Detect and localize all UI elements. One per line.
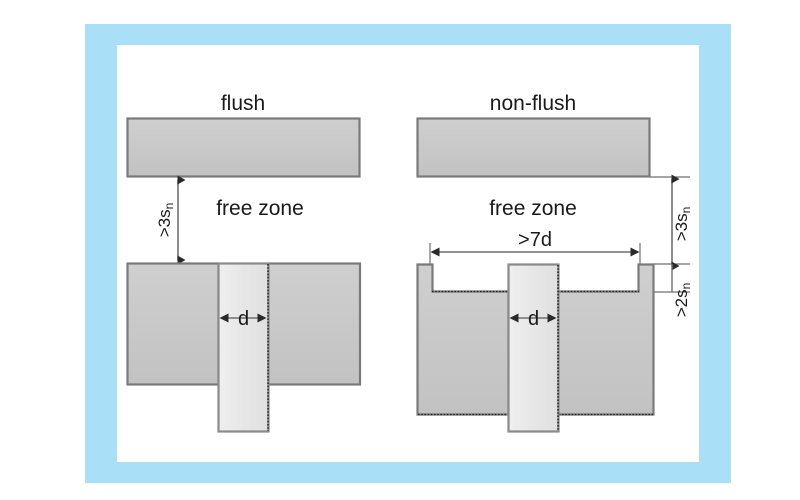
flush-clearance-label: >3sn	[155, 203, 176, 238]
nonflush-title: non-flush	[490, 92, 576, 115]
flush-clearance-value: >3s	[155, 209, 174, 237]
flush-block-right	[266, 262, 362, 386]
flush-target-bar	[126, 117, 361, 178]
nonflush-clearance-subscript: n	[679, 207, 693, 214]
nonflush-clearance-value: >3s	[672, 213, 691, 241]
flush-free-zone-label: free zone	[216, 197, 304, 220]
nonflush-diameter-label: d	[528, 308, 539, 330]
nonflush-free-zone-label: free zone	[489, 197, 577, 220]
flush-clearance-subscript: n	[162, 203, 176, 210]
nonflush-clearance-label: >3sn	[672, 207, 693, 242]
nonflush-recess-depth-value: >2s	[672, 289, 691, 317]
flush-diameter-label: d	[238, 308, 249, 330]
nonflush-recess-width-label: >7d	[518, 229, 552, 251]
flush-block-left	[126, 262, 220, 386]
nonflush-recess-depth-label: >2sn	[672, 283, 693, 318]
flush-title: flush	[221, 92, 265, 115]
panel-flush: flush free zone >3sn d	[126, 92, 362, 433]
flush-sensor-body	[217, 262, 270, 433]
nonflush-sensor-body	[507, 263, 560, 433]
nonflush-recess-depth-subscript: n	[679, 283, 693, 290]
panel-non-flush: non-flush free zone >3sn >2sn >7d	[416, 92, 693, 433]
nonflush-target-bar	[416, 117, 651, 178]
